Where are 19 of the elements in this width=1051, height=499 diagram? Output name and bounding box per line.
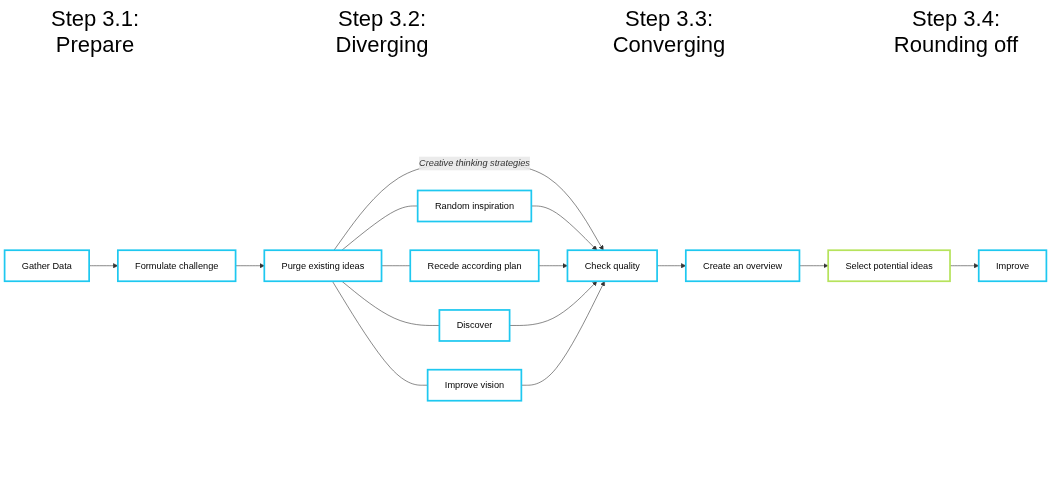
node-box: Improve [977,249,1048,282]
node-box: Create an overview [684,249,801,282]
node-box: Recede according plan [409,249,540,282]
connector [332,280,428,386]
node-box: Check quality [566,249,658,282]
node-box: Gather Data [3,249,90,282]
node-box: Formulate challenge [117,249,237,282]
node-box: Select potential ideas [827,249,951,282]
node-box: Purge existing ideas [263,249,383,282]
step-heading: Step 3.3: Converging [611,6,727,59]
connector [341,280,440,326]
node-box: Improve vision [426,368,523,402]
node-box: Discover [438,308,511,342]
edge-label: Creative thinking strategies [419,158,530,168]
step-heading: Step 3.2: Diverging [334,6,430,59]
step-heading: Step 3.1: Prepare [49,6,141,59]
connector [341,205,418,251]
node-box: Random inspiration [416,189,533,223]
step-heading: Step 3.4: Rounding off [892,6,1020,59]
